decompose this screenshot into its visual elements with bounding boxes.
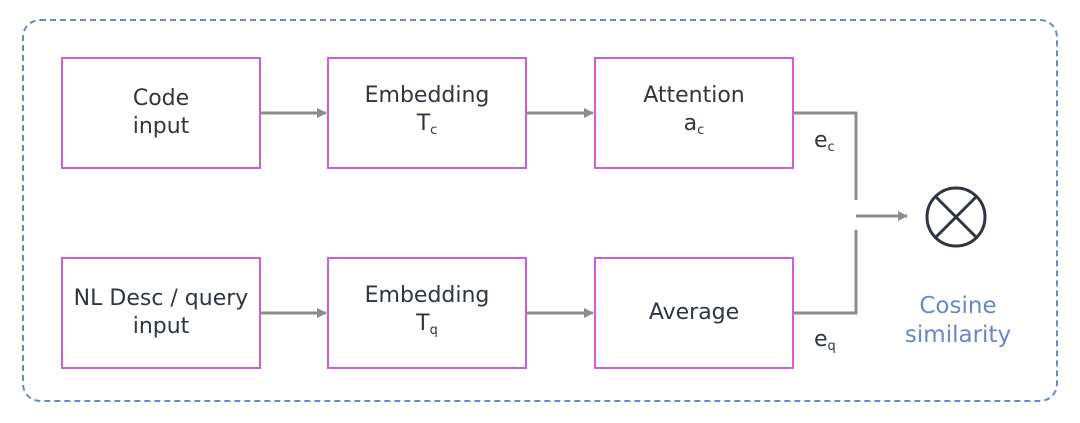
edge-label-eq: eq [814,327,836,354]
average-box: Average [594,257,794,369]
attention-box: Attention ac [594,57,794,169]
nl-input-line2: input [132,314,190,339]
embedding-q-symbol: Tq [416,310,438,338]
code-input-line2: input [132,114,190,139]
embedding-c-symbol: Tc [416,110,438,138]
connector-ec [794,111,858,200]
code-input-line1: Code [132,86,190,111]
edge-label-ec: ec [814,128,835,155]
cosine-similarity-label: Cosine similarity [888,292,1028,350]
nl-input-line1: NL Desc / query [73,286,249,311]
embedding-q-label: Embedding [364,282,490,308]
nl-input-box: NL Desc / query input [61,257,261,369]
average-label: Average [648,300,740,325]
cosine-operator-icon [925,186,987,248]
connector-eq [794,230,858,315]
pipeline-frame [22,19,1058,402]
attention-label: Attention [643,82,745,108]
code-input-box: Code input [61,57,261,169]
embedding-c-box: Embedding Tc [327,57,527,169]
embedding-c-label: Embedding [364,82,490,108]
attention-symbol: ac [683,110,705,138]
cosine-line2: similarity [904,322,1012,348]
embedding-q-box: Embedding Tq [327,257,527,369]
cosine-line1: Cosine [919,293,997,319]
